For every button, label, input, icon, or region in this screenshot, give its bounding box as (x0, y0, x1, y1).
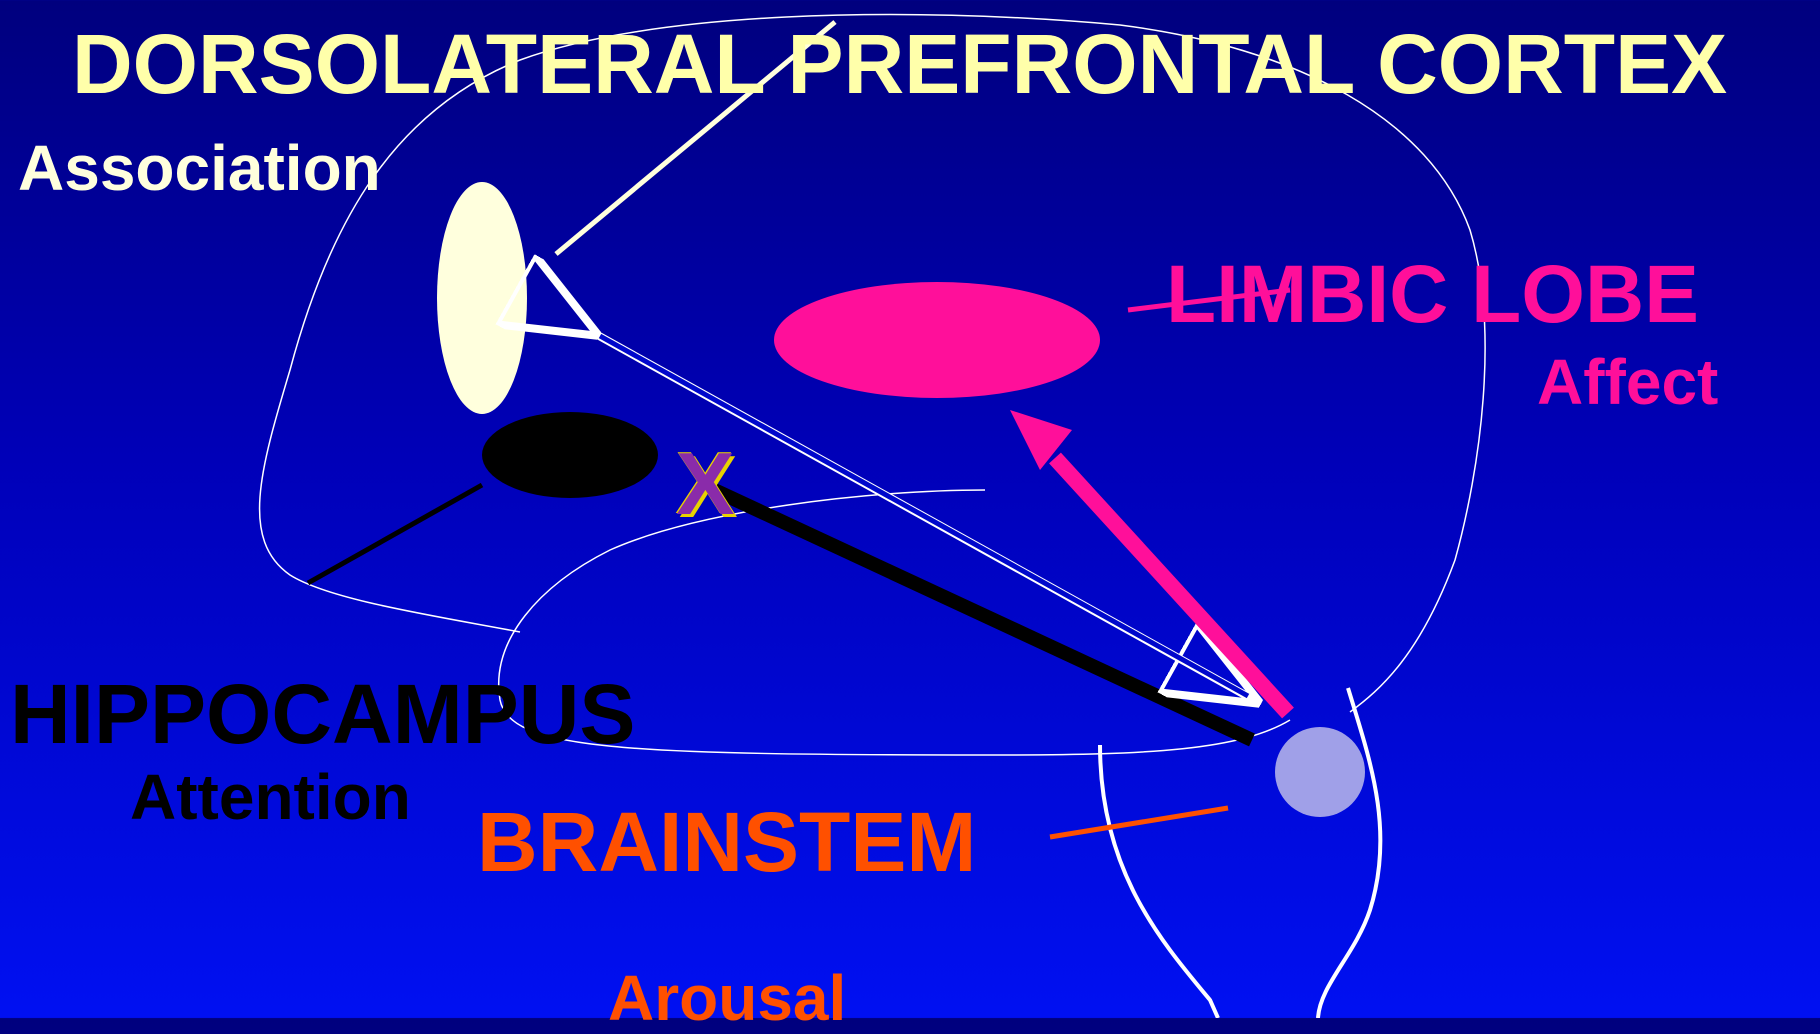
hippocampus-label: HIPPOCAMPUS (10, 672, 635, 756)
brainstem-limbic-arrow-shaft (1055, 458, 1288, 713)
blocked-x-mark: X (676, 440, 735, 528)
limbic-lobe-label: LIMBIC LOBE (1166, 254, 1699, 336)
brainstem-label: BRAINSTEM (477, 800, 976, 884)
hippocampus-region (482, 412, 658, 498)
arousal-label: Arousal (608, 966, 846, 1030)
association-label: Association (18, 136, 381, 200)
association-region (437, 182, 527, 414)
attention-label: Attention (130, 765, 411, 829)
hippocampus-pointer (308, 485, 482, 583)
affect-label: Affect (1537, 350, 1718, 414)
brainstem-pointer (1050, 808, 1228, 837)
dlpfc-title: DORSOLATERAL PREFRONTAL CORTEX (72, 22, 1727, 106)
brainstem-node (1275, 727, 1365, 817)
brainstem-hippocampus-pathway (710, 488, 1252, 740)
limbic-region (774, 282, 1100, 398)
